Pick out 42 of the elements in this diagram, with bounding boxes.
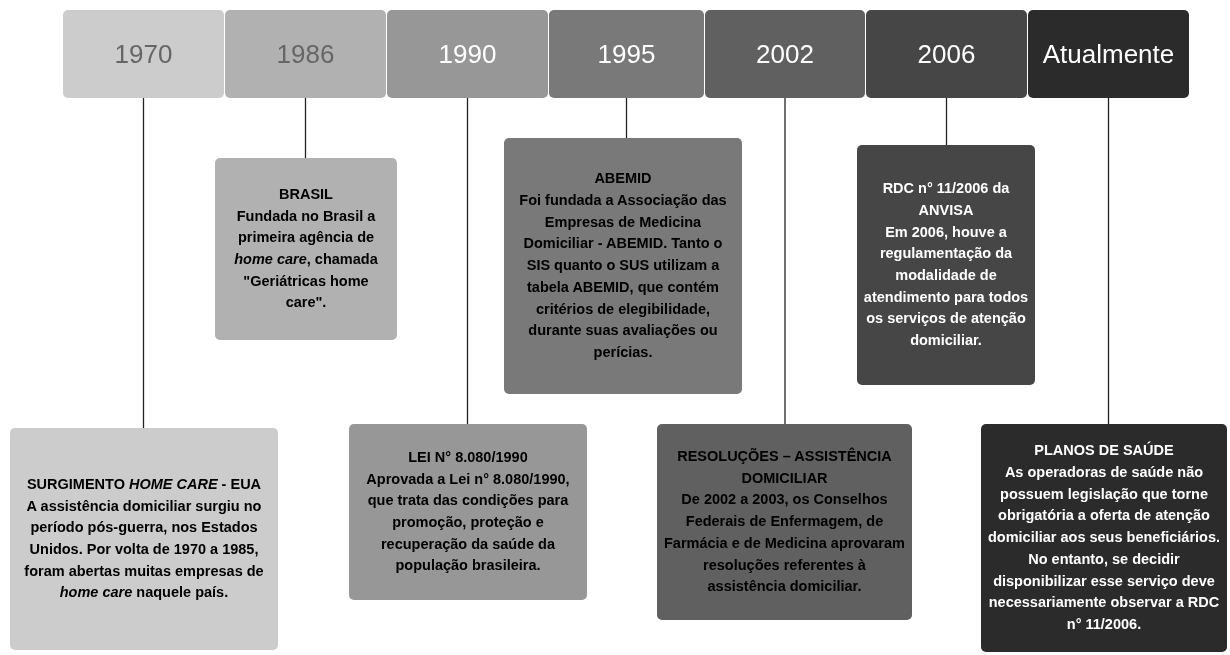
year-box — [1028, 10, 1189, 98]
event-heading: ABEMID — [593, 169, 653, 189]
connector-line — [466, 97, 469, 425]
event-card — [349, 424, 587, 600]
event-description: Foi fundada a Associação das Empresas de Medicina Domiciliar - ABEMID. Tanto o SIS quanto o SUS utilizam a tabela ABEMID, que contém critérios de elegibilidade, durante suas avaliações ou perícias. — [518, 191, 728, 362]
event-description: Em 2006, houve a regulamentação da modalidade de atendimento para todos os serviços de atenção domiciliar. — [863, 222, 1029, 351]
event-heading: BRASIL — [278, 184, 334, 204]
event-heading: RDC n° 11/2006 da ANVISA — [881, 179, 1011, 220]
year-label: 1970 — [114, 38, 173, 70]
event-card — [504, 138, 742, 394]
connector-line — [784, 97, 786, 425]
year-box — [387, 10, 548, 98]
year-box — [549, 10, 704, 98]
event-description: A assistência domiciliar surgiu no período pós-guerra, nos Estados Unidos. Por volta de 1970 a 1985, foram abertas muitas empresas de home care naquele país. — [23, 496, 265, 603]
event-card — [215, 158, 397, 340]
year-label: 1995 — [597, 38, 656, 70]
connector-line — [625, 97, 628, 139]
event-heading: RESOLUÇÕES – ASSISTÊNCIA DOMICILIAR — [676, 446, 893, 488]
connector-line — [1107, 97, 1110, 425]
event-card — [981, 424, 1227, 652]
event-description: As operadoras de saúde não possuem legislação que torne obrigatória a oferta de atenção domiciliar aos seus beneficiários. No entanto, se decidir disponibilizar esse serviço deve necessariamente observar a RDC n° 11/2006. — [987, 463, 1221, 634]
year-label: 1986 — [276, 38, 335, 70]
connector-line — [142, 97, 145, 429]
event-heading: PLANOS DE SAÚDE — [1033, 440, 1175, 461]
connector-line — [304, 97, 307, 159]
event-description: Aprovada a Lei n° 8.080/1990, que trata das condições para promoção, proteção e recuperação da saúde da população brasileira. — [365, 469, 571, 576]
year-label: 2006 — [917, 38, 976, 70]
event-heading: SURGIMENTO HOME CARE - EUA — [25, 474, 263, 494]
event-card — [657, 424, 912, 620]
year-label: 1990 — [438, 38, 497, 70]
event-heading: LEI N° 8.080/1990 — [407, 447, 529, 467]
event-card — [10, 428, 278, 650]
year-label: Atualmente — [1042, 38, 1175, 70]
connector-line — [945, 97, 948, 146]
year-box — [705, 10, 865, 98]
event-card — [857, 145, 1035, 385]
year-label: 2002 — [756, 38, 814, 70]
year-box — [225, 10, 386, 98]
event-description: De 2002 a 2003, os Conselhos Federais de Enfermagem, de Farmácia e de Medicina aprovaram resoluções referentes à assistência domiciliar. — [663, 490, 906, 597]
event-description: Fundada no Brasil a primeira agência de home care, chamada "Geriátricas home care". — [233, 206, 379, 313]
year-box — [866, 10, 1027, 98]
year-box — [63, 10, 224, 98]
